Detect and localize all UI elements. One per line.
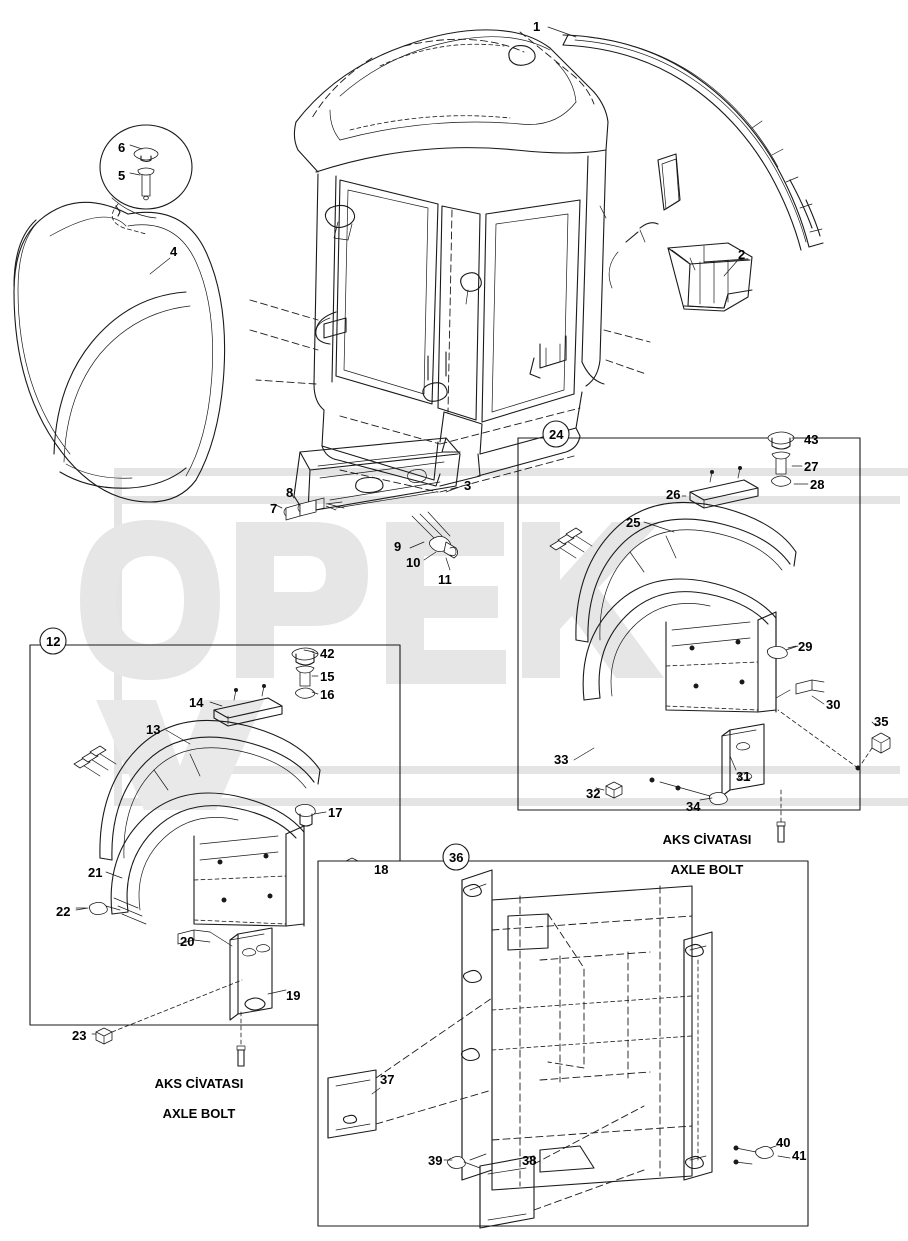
callout-15: 15	[320, 669, 335, 684]
callout-2: 2	[738, 247, 746, 262]
note-line-2: AXLE BOLT	[162, 1105, 236, 1121]
callout-30: 30	[826, 697, 841, 712]
group-12-contents	[73, 647, 361, 1067]
callout-8: 8	[286, 485, 294, 500]
callout-27: 27	[804, 459, 819, 474]
callout-16: 16	[320, 687, 335, 702]
callout-11: 11	[438, 572, 452, 587]
callout-37: 37	[380, 1072, 395, 1087]
callout-21: 21	[88, 865, 103, 880]
callout-3: 3	[464, 478, 472, 493]
leader-3	[445, 485, 463, 493]
callout-36: 36	[449, 850, 464, 865]
callout-25: 25	[626, 515, 641, 530]
group-12-frame	[29, 627, 401, 1026]
leader-4	[149, 257, 171, 275]
note-line-1: AKS CİVATASI	[154, 1075, 244, 1091]
callout-17: 17	[328, 805, 343, 820]
callout-34: 34	[686, 799, 701, 814]
callout-38: 38	[522, 1153, 537, 1168]
part-9-10-11	[409, 511, 458, 571]
cab-assembly	[249, 29, 681, 493]
group-36-contents	[327, 869, 774, 1229]
callout-23: 23	[72, 1028, 87, 1043]
callout-4: 4	[170, 244, 178, 259]
part-3-step	[293, 437, 461, 513]
callout-29: 29	[798, 639, 813, 654]
callout-10: 10	[406, 555, 421, 570]
group-24-frame	[517, 420, 861, 811]
watermark	[80, 468, 908, 810]
callout-35: 35	[874, 714, 889, 729]
callout-24: 24	[549, 427, 564, 442]
callout-19: 19	[286, 988, 301, 1003]
callout-28: 28	[810, 477, 825, 492]
group-36-frame	[317, 843, 809, 1227]
callout-22: 22	[56, 904, 71, 919]
part-7-8-bolt	[273, 491, 343, 521]
callout-39: 39	[428, 1153, 443, 1168]
callout-33: 33	[554, 752, 569, 767]
callout-20: 20	[180, 934, 195, 949]
part-5-6-bolt-washer	[99, 124, 193, 235]
group-36-leaders	[371, 1087, 791, 1163]
part-2-bracket	[667, 242, 753, 312]
callout-40: 40	[776, 1135, 791, 1150]
callout-1: 1	[533, 19, 541, 34]
note-line-2: AXLE BOLT	[670, 861, 744, 877]
callout-6: 6	[118, 140, 126, 155]
callout-26: 26	[666, 487, 681, 502]
callout-12: 12	[46, 634, 61, 649]
group-24-leaders	[573, 437, 877, 801]
part-1-roof-trim	[562, 34, 824, 271]
note-axle-bolt-group12: AKS CİVATASI AXLE BOLT	[141, 1062, 244, 1137]
callout-32: 32	[586, 786, 601, 801]
callout-18: 18	[374, 862, 389, 877]
callout-31: 31	[736, 769, 751, 784]
callout-13: 13	[146, 722, 161, 737]
callout-5: 5	[118, 168, 126, 183]
note-axle-bolt-group24: AKS CİVATASI AXLE BOLT	[649, 818, 752, 893]
leader-2	[723, 259, 739, 277]
callout-41: 41	[792, 1148, 807, 1163]
callout-43: 43	[804, 432, 819, 447]
leader-8	[327, 503, 345, 509]
callout-14: 14	[189, 695, 204, 710]
part-4-front-fender	[13, 201, 226, 503]
callout-42: 42	[320, 646, 335, 661]
group-24-contents	[549, 431, 891, 843]
note-line-1: AKS CİVATASI	[662, 831, 752, 847]
leader-1	[547, 26, 577, 38]
callout-9: 9	[394, 539, 402, 554]
callout-7: 7	[270, 501, 278, 516]
